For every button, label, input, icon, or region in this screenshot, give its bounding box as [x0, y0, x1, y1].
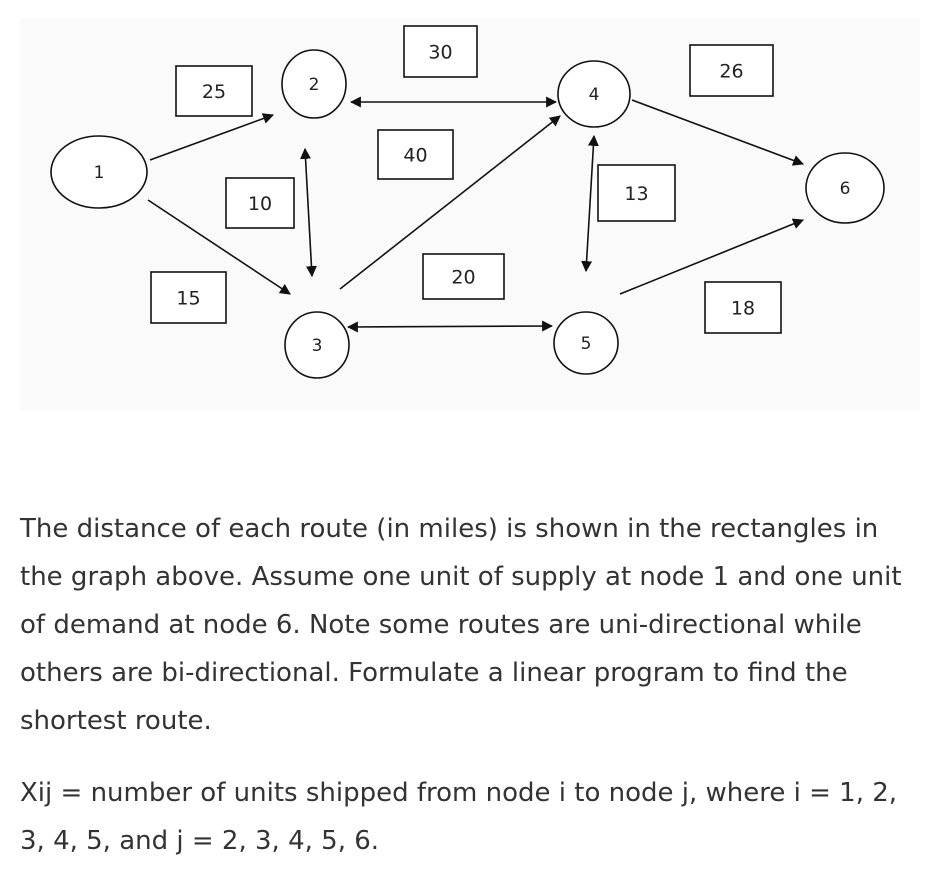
distance-box — [377, 129, 454, 180]
edge-4-6-label: 26 — [689, 44, 774, 97]
edge-1-3-label: 15 — [150, 271, 227, 324]
edge-5-6-label: 18 — [704, 281, 782, 334]
edge-4-5-arrow — [581, 134, 599, 273]
edge-2-4-label: 30 — [403, 25, 478, 78]
distance-box — [689, 44, 774, 97]
distance-box — [597, 164, 676, 222]
node-label: 2 — [309, 75, 320, 95]
edge-3-4-arrow — [339, 115, 561, 290]
distance-value: 25 — [202, 81, 226, 103]
node-circle — [557, 60, 631, 128]
edges-layer — [147, 96, 805, 333]
distance-value: 18 — [731, 298, 755, 320]
node-circle — [50, 135, 148, 209]
distance-value: 40 — [403, 145, 427, 167]
distance-value: 30 — [428, 42, 452, 64]
node-4: 4 — [557, 60, 631, 128]
edge-5-6-arrow — [619, 218, 805, 295]
distance-box — [704, 281, 782, 334]
distance-box — [150, 271, 227, 324]
distance-value: 20 — [451, 267, 475, 289]
problem-statement: The distance of each route (in miles) is… — [20, 514, 902, 736]
distance-box — [225, 177, 295, 229]
distance-value: 15 — [176, 288, 200, 310]
node-2: 2 — [281, 49, 347, 119]
distance-box — [422, 253, 505, 300]
network-figure: 25 15 10 30 40 20 13 26 18 1 2 3 4 5 6 — [20, 18, 920, 410]
node-6: 6 — [805, 152, 885, 224]
edge-2-3-label: 10 — [225, 177, 295, 229]
edge-1-2-arrow — [149, 113, 275, 161]
distance-value: 13 — [624, 183, 648, 205]
node-5: 5 — [553, 311, 619, 375]
edge-1-2-label: 25 — [175, 65, 253, 117]
distance-box — [403, 25, 478, 78]
node-circle — [553, 311, 619, 375]
node-circle — [805, 152, 885, 224]
labels-layer: 25 15 10 30 40 20 13 26 18 — [150, 25, 782, 334]
network-diagram: 25 15 10 30 40 20 13 26 18 1 2 3 4 5 6 — [50, 25, 885, 379]
node-label: 5 — [581, 334, 592, 354]
edge-4-6-arrow — [631, 99, 805, 166]
node-label: 4 — [589, 85, 600, 105]
edge-2-3-arrow — [300, 147, 317, 278]
variable-definition: Xij = number of units shipped from node … — [20, 778, 898, 856]
node-circle — [284, 311, 350, 379]
edge-3-5-label: 20 — [422, 253, 505, 300]
edge-3-5-arrow — [346, 320, 554, 333]
node-label: 6 — [840, 179, 851, 199]
edge-4-5-label: 13 — [597, 164, 676, 222]
edge-1-3-arrow — [147, 199, 291, 295]
node-1: 1 — [50, 135, 148, 209]
node-circle — [281, 49, 347, 119]
edge-3-4-label: 40 — [377, 129, 454, 180]
distance-value: 10 — [248, 193, 272, 215]
distance-box — [175, 65, 253, 117]
node-label: 1 — [94, 163, 105, 183]
node-label: 3 — [312, 336, 323, 356]
node-3: 3 — [284, 311, 350, 379]
nodes-layer: 1 2 3 4 5 6 — [50, 49, 885, 379]
distance-value: 26 — [719, 61, 743, 83]
